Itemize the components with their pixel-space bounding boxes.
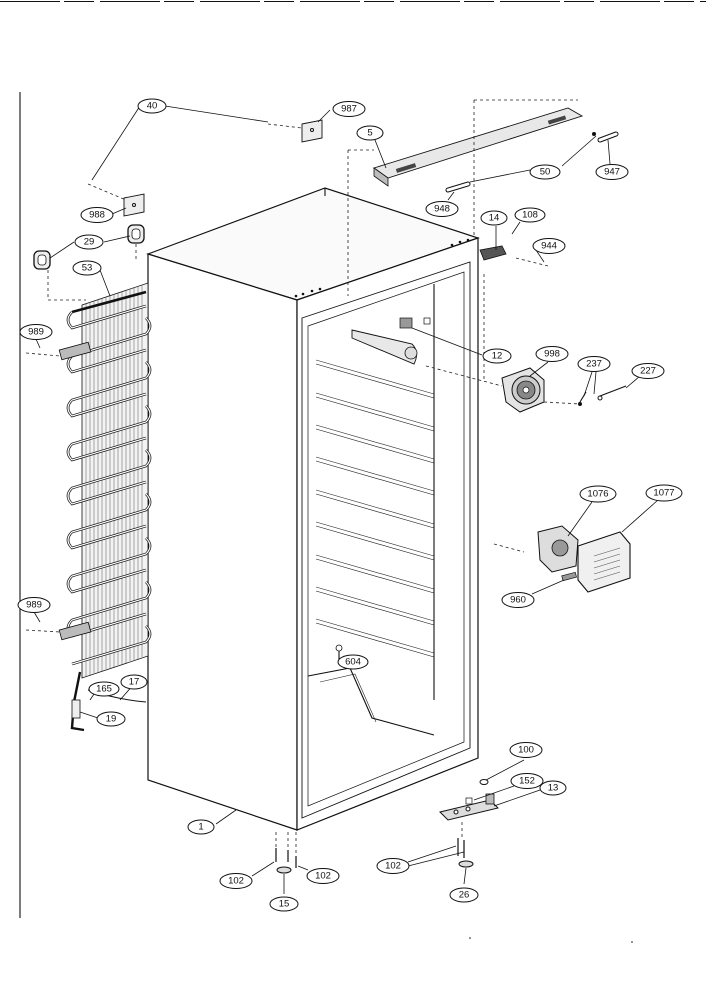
- assembly-guide-lines: [25, 99, 581, 856]
- page-frame: [0, 0, 706, 918]
- callout-label: 17: [129, 677, 140, 688]
- callout-label: 102: [228, 876, 244, 887]
- callout-1076: 1076: [579, 485, 617, 503]
- callout-960: 960: [501, 592, 535, 608]
- callout-1: 1: [187, 819, 215, 835]
- callout-14: 14: [480, 210, 508, 226]
- callout-label: 102: [315, 871, 331, 882]
- callout-944: 944: [532, 238, 566, 254]
- callout-26: 26: [449, 887, 479, 903]
- callout-label: 5: [367, 128, 372, 139]
- small-brackets: [33, 119, 323, 270]
- callout-53: 53: [72, 260, 102, 276]
- callout-227: 227: [631, 363, 665, 379]
- callout-1077: 1077: [645, 484, 683, 502]
- lamp-assembly: [537, 525, 631, 593]
- callout-label: 19: [106, 714, 117, 725]
- callout-label: 165: [96, 684, 112, 695]
- callout-label: 944: [541, 241, 557, 252]
- callout-102: 102: [306, 868, 340, 884]
- callout-label: 989: [26, 600, 42, 611]
- callout-40: 40: [137, 98, 167, 114]
- callout-987: 987: [332, 101, 366, 117]
- callout-19: 19: [96, 711, 126, 727]
- callout-label: 102: [385, 861, 401, 872]
- cabinet-body: [146, 187, 507, 831]
- callout-label: 40: [147, 101, 158, 112]
- callout-17: 17: [120, 674, 148, 690]
- callout-label: 26: [459, 890, 470, 901]
- callout-15: 15: [269, 896, 299, 912]
- callout-5: 5: [356, 125, 384, 141]
- callout-100: 100: [509, 742, 543, 758]
- leader-lines: [33, 105, 659, 894]
- callout-label: 13: [548, 783, 559, 794]
- callout-label: 15: [279, 899, 290, 910]
- callout-label: 987: [341, 104, 357, 115]
- callout-108: 108: [514, 207, 546, 223]
- callout-604: 604: [337, 654, 369, 670]
- callout-label: 100: [518, 745, 534, 756]
- callout-label: 988: [89, 210, 105, 221]
- callout-label: 604: [345, 657, 361, 668]
- callout-label: 960: [510, 595, 526, 606]
- callout-label: 1076: [587, 489, 608, 500]
- callout-998: 998: [535, 346, 569, 362]
- fan-assembly: [501, 367, 627, 413]
- callout-102: 102: [376, 858, 410, 874]
- callout-989: 989: [19, 324, 53, 340]
- callout-13: 13: [539, 780, 567, 796]
- callout-label: 227: [640, 366, 656, 377]
- callout-label: 152: [519, 776, 535, 787]
- callout-label: 29: [84, 237, 95, 248]
- callout-947: 947: [595, 164, 629, 180]
- top-trim: [372, 107, 619, 193]
- callout-948: 948: [425, 201, 459, 217]
- callout-102: 102: [219, 873, 253, 889]
- callout-989: 989: [17, 597, 51, 613]
- callout-label: 237: [586, 359, 602, 370]
- callout-label: 50: [540, 167, 551, 178]
- callout-12: 12: [482, 348, 512, 364]
- callout-label: 1: [198, 822, 203, 833]
- callout-label: 1077: [653, 488, 674, 499]
- callout-label: 14: [489, 213, 500, 224]
- callout-label: 948: [434, 204, 450, 215]
- callout-988: 988: [80, 207, 114, 223]
- speck: [469, 937, 471, 939]
- callout-label: 108: [522, 210, 538, 221]
- speck: [631, 941, 633, 943]
- feet-and-screws: [275, 838, 474, 874]
- callout-label: 989: [28, 327, 44, 338]
- callout-29: 29: [74, 234, 104, 250]
- callout-152: 152: [510, 773, 544, 789]
- callout-165: 165: [88, 681, 120, 697]
- condenser-coil: [58, 282, 152, 732]
- callout-label: 12: [492, 351, 503, 362]
- callout-label: 947: [604, 167, 620, 178]
- callout-label: 998: [544, 349, 560, 360]
- lower-hinge: [439, 779, 499, 821]
- callout-50: 50: [529, 164, 561, 180]
- callout-237: 237: [577, 356, 611, 372]
- callout-label: 53: [82, 263, 93, 274]
